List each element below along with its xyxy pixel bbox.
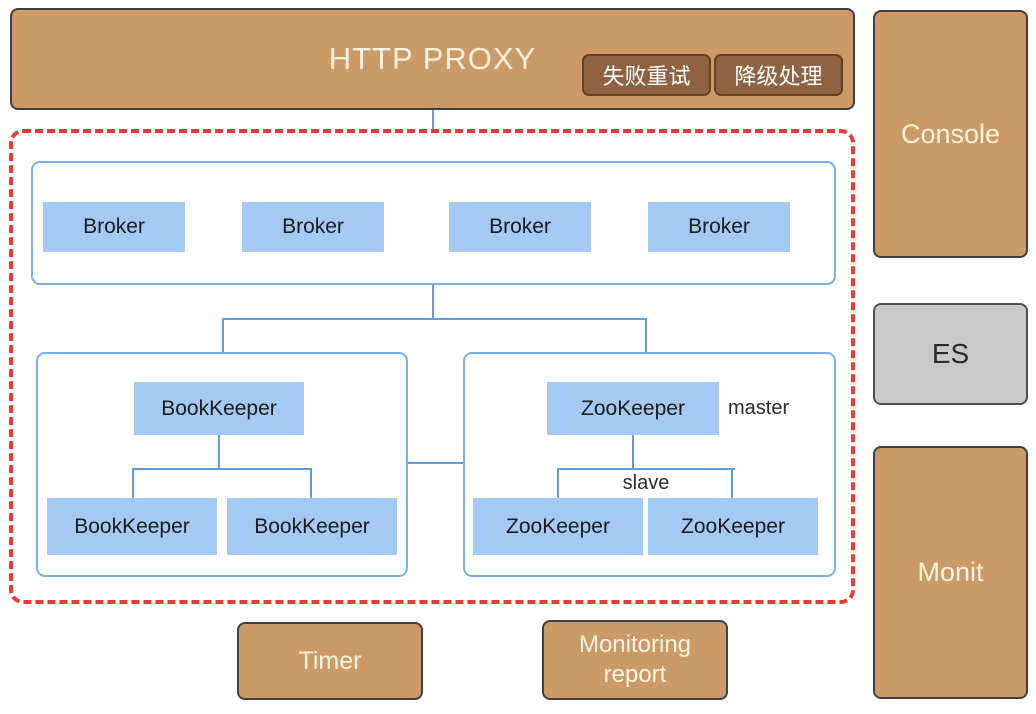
bookkeeper-parent-label: BookKeeper <box>161 396 277 420</box>
console-box: Console <box>873 10 1028 258</box>
broker-box: Broker <box>242 202 384 252</box>
monit-label: Monit <box>917 557 984 587</box>
zookeeper-tree-vertical-line <box>632 435 634 469</box>
bookkeeper-container: BookKeeper BookKeeper BookKeeper <box>36 352 408 577</box>
bookkeeper-parent-box: BookKeeper <box>134 382 304 435</box>
es-label: ES <box>931 338 970 369</box>
bookkeeper-child-label: BookKeeper <box>254 514 370 538</box>
zookeeper-tree-right-drop-line <box>731 468 733 498</box>
es-box: ES <box>873 303 1028 405</box>
broker-branch-horizontal-line <box>222 318 647 320</box>
broker-label: Broker <box>282 215 344 238</box>
branch-left-drop-line <box>222 318 224 352</box>
zookeeper-child-label: ZooKeeper <box>506 514 610 538</box>
bookkeeper-tree-horizontal-line <box>132 468 312 470</box>
broker-branch-vertical-line <box>432 285 434 319</box>
broker-label: Broker <box>489 215 551 238</box>
broker-label: Broker <box>688 215 750 238</box>
bookkeeper-zookeeper-link-line <box>408 462 463 464</box>
monitoring-report-box: Monitoring report <box>542 620 728 700</box>
zookeeper-parent-box: ZooKeeper <box>547 382 719 435</box>
bookkeeper-child-label: BookKeeper <box>74 514 190 538</box>
proxy-to-cluster-line <box>432 110 434 131</box>
monit-box: Monit <box>873 446 1028 699</box>
zookeeper-parent-label: ZooKeeper <box>581 396 685 420</box>
bookkeeper-child-box: BookKeeper <box>47 498 217 555</box>
bookkeeper-child-box: BookKeeper <box>227 498 397 555</box>
master-label: master <box>728 397 790 419</box>
timer-box: Timer <box>237 622 423 700</box>
slave-label: slave <box>622 472 670 494</box>
zookeeper-child-box: ZooKeeper <box>648 498 818 555</box>
zookeeper-child-box: ZooKeeper <box>473 498 643 555</box>
broker-container: Broker Broker Broker Broker <box>31 161 836 285</box>
timer-label: Timer <box>298 646 362 675</box>
broker-box: Broker <box>449 202 591 252</box>
bookkeeper-tree-vertical-line <box>218 435 220 469</box>
broker-box: Broker <box>648 202 790 252</box>
branch-right-drop-line <box>645 318 647 352</box>
zookeeper-child-label: ZooKeeper <box>681 514 785 538</box>
broker-box: Broker <box>43 202 185 252</box>
console-label: Console <box>900 118 1001 149</box>
retry-badge: 失败重试 <box>582 54 711 96</box>
zookeeper-tree-horizontal-line <box>557 468 735 470</box>
http-proxy-title: HTTP PROXY <box>328 41 537 76</box>
monitoring-report-label: Monitoring report <box>578 631 692 688</box>
broker-label: Broker <box>83 215 145 238</box>
http-proxy-box: HTTP PROXY 失败重试 降级处理 <box>10 8 855 110</box>
bookkeeper-tree-left-drop-line <box>132 468 134 498</box>
degrade-badge: 降级处理 <box>714 54 843 96</box>
bookkeeper-tree-right-drop-line <box>310 468 312 498</box>
zookeeper-tree-left-drop-line <box>557 468 559 498</box>
zookeeper-container: ZooKeeper master slave ZooKeeper ZooKeep… <box>463 352 836 577</box>
cluster-boundary <box>9 129 855 604</box>
